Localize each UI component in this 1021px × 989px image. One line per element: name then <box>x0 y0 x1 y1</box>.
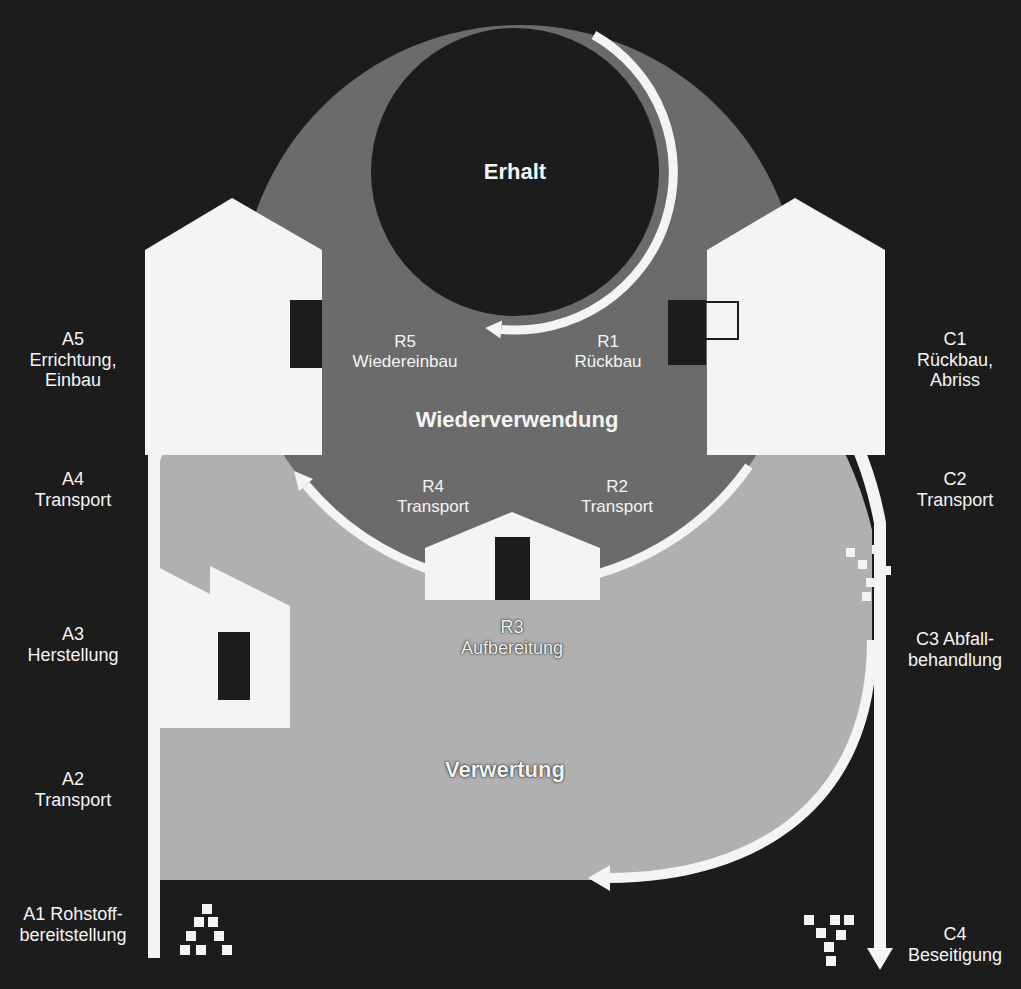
stage-label: C1 Rückbau, Abriss <box>917 329 993 391</box>
factory-icon <box>148 562 290 728</box>
waste-particles <box>846 545 891 601</box>
stage-label: C2 Transport <box>917 469 993 510</box>
stage-label: C4 Beseitigung <box>908 924 1002 965</box>
building-icon <box>707 198 885 455</box>
workshop-icon <box>425 512 600 600</box>
node-title: R3 Aufbereitung <box>461 617 563 658</box>
reuse-circle: Wiederverwendung Erhalt <box>240 25 800 585</box>
stage-label: R5 Wiedereinbau <box>353 332 458 371</box>
stage-label: C3 Abfall- behandlung <box>908 629 1002 670</box>
preservation-circle: Erhalt <box>371 28 659 316</box>
node-title: Erhalt <box>484 159 546 184</box>
building-window <box>290 300 322 368</box>
building-icon <box>145 198 322 455</box>
factory-window <box>218 632 250 700</box>
processing-house: R3 Aufbereitung <box>420 505 605 670</box>
stage-label: A1 Rohstoff- bereitstellung <box>19 904 126 945</box>
arrow-head <box>294 471 313 491</box>
stage-label: R1 Rückbau <box>574 332 641 371</box>
workshop-window <box>495 537 530 600</box>
arrow-head <box>485 320 502 338</box>
waste-particles <box>804 915 854 966</box>
stage-label: R2 Transport <box>581 477 653 516</box>
node-title: Verwertung <box>445 757 565 782</box>
stage-label: A5 Errichtung, Einbau <box>29 329 116 391</box>
stage-label: A3 Herstellung <box>27 624 118 665</box>
recycling-flow-line <box>608 640 872 878</box>
stage-label: A4 Transport <box>35 469 111 510</box>
stage-label: R4 Transport <box>397 477 469 516</box>
recycling-band: Verwertung <box>160 10 872 880</box>
stage-label: A2 Transport <box>35 769 111 810</box>
preservation-disc <box>371 28 659 316</box>
arrow-head <box>588 865 610 891</box>
arrow-head <box>867 948 893 970</box>
building-window-outline <box>705 302 738 339</box>
material-particles <box>180 904 232 955</box>
building-window <box>668 300 706 365</box>
node-title: Wiederverwendung <box>416 407 619 432</box>
